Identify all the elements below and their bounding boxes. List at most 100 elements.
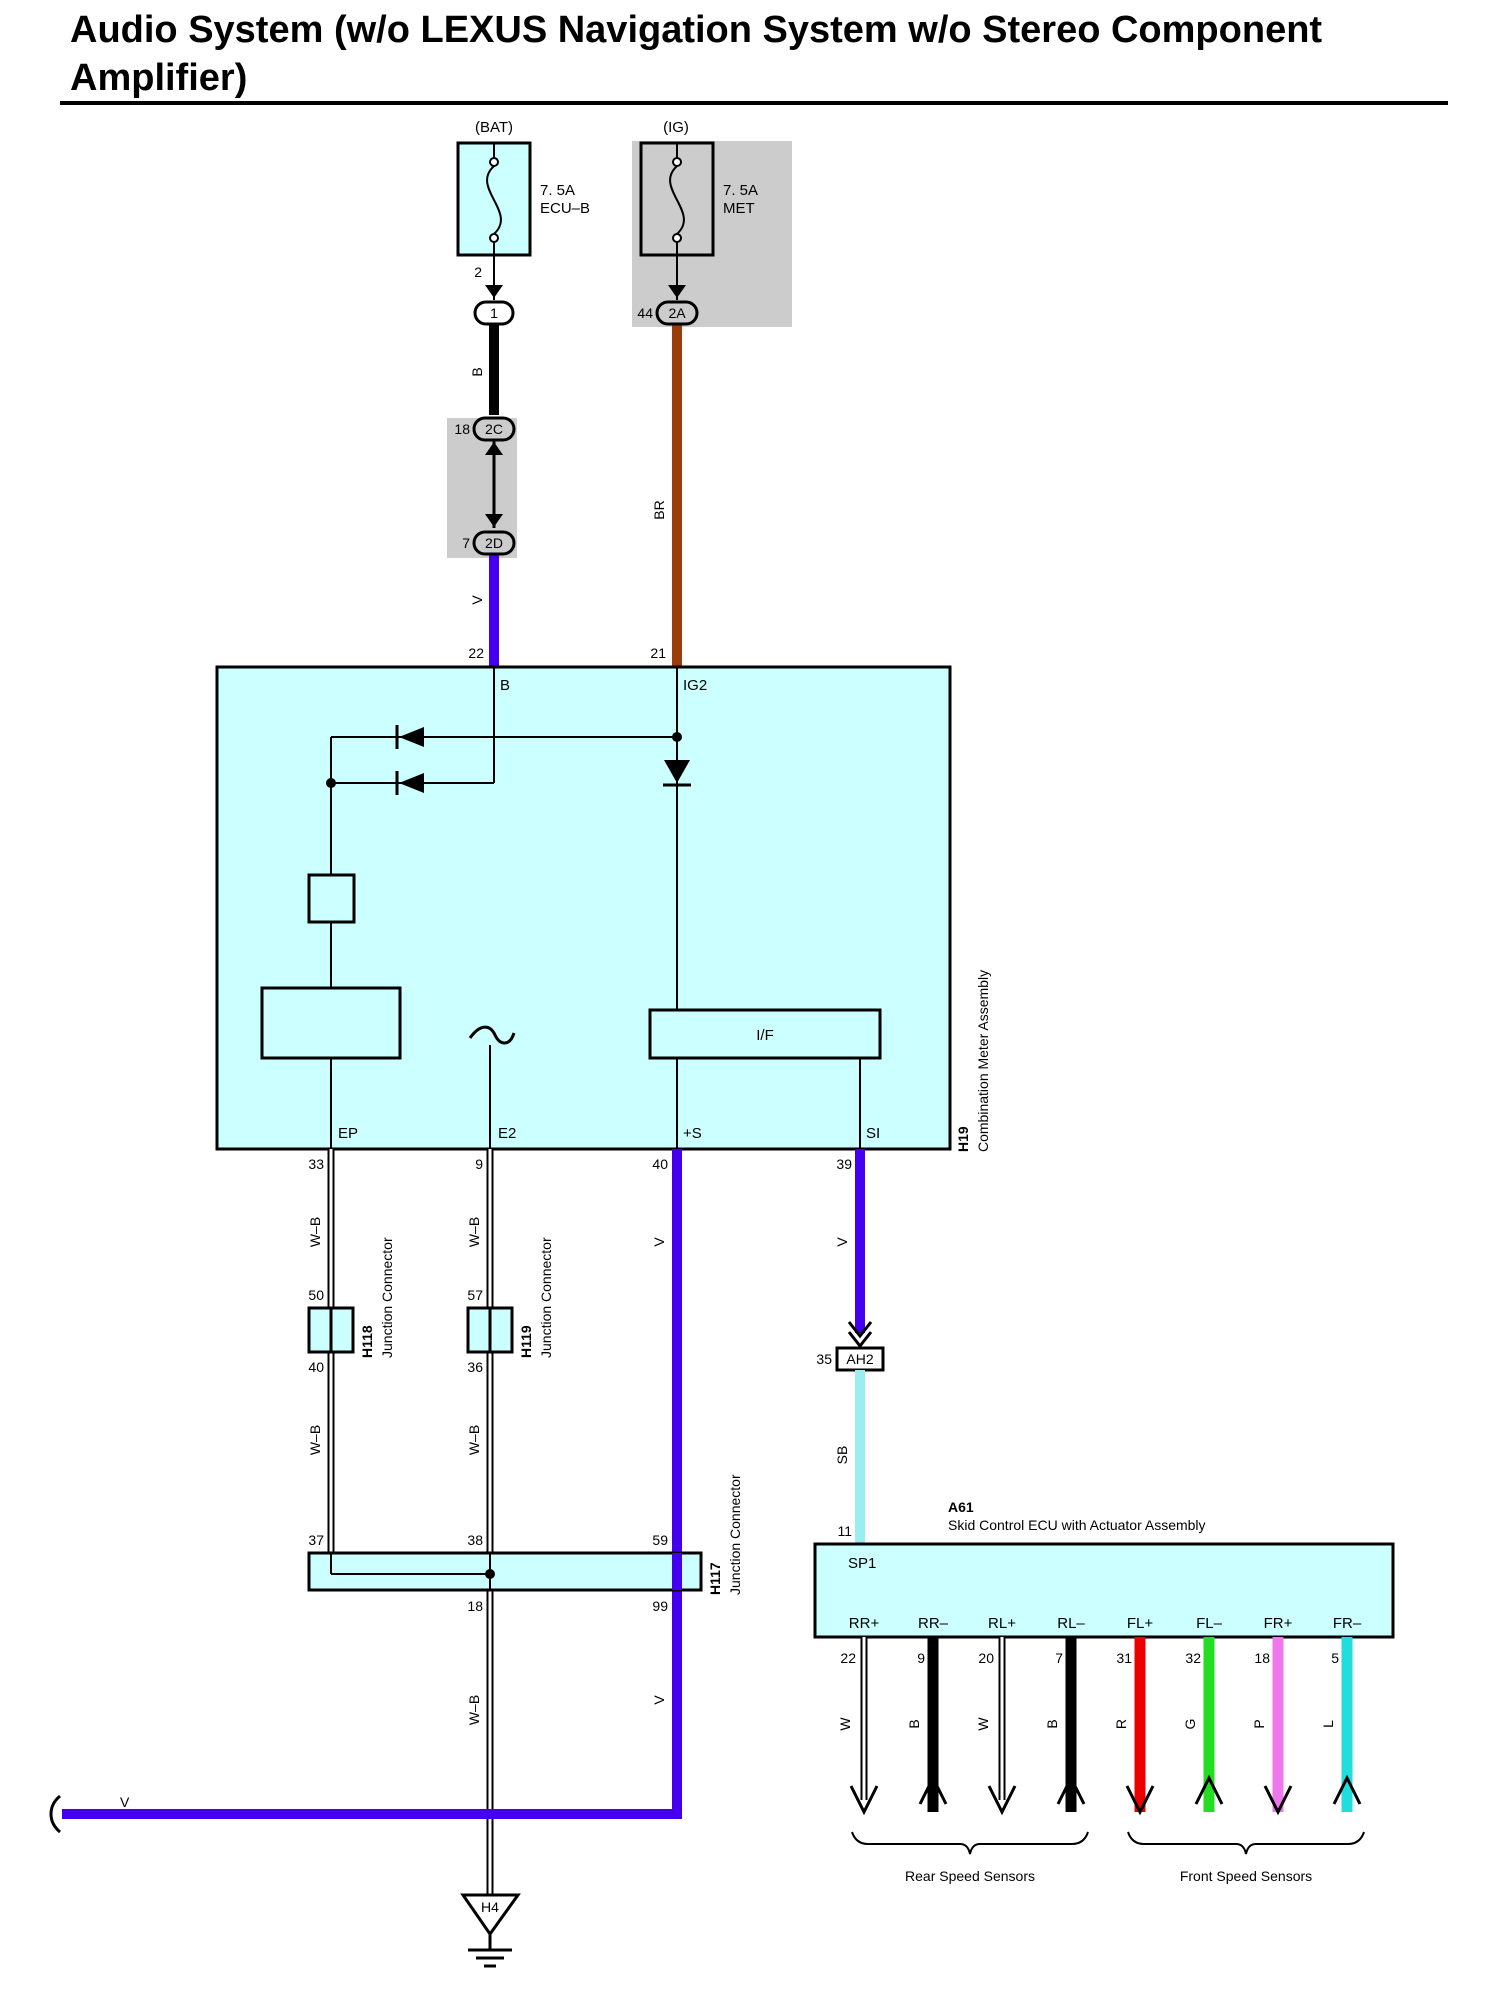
- junction-dot-left: [326, 778, 336, 788]
- ecu-terminal-pin: 18: [1254, 1650, 1270, 1666]
- meter-code: H19: [955, 1126, 971, 1152]
- meter-terminal-plus-s: +S: [683, 1125, 702, 1142]
- ecu-terminal-3: RL–7B: [1044, 1615, 1085, 1812]
- h118-code: H118: [359, 1325, 375, 1358]
- connector-2d-pin: 7: [462, 535, 470, 551]
- connector-1: 1: [473, 300, 515, 326]
- ecu-terminal-name: RL+: [988, 1615, 1016, 1632]
- ecu-code: A61: [948, 1499, 974, 1515]
- h118-pin-top: 50: [308, 1287, 324, 1303]
- h117-code: H117: [707, 1562, 723, 1595]
- rear-speed-sensors-label: Rear Speed Sensors: [905, 1868, 1035, 1884]
- page-title: Audio System (w/o LEXUS Navigation Syste…: [70, 9, 1323, 99]
- ecu-wire-code: R: [1113, 1719, 1129, 1729]
- connector-2c: 2C: [472, 416, 516, 442]
- wire-code-wb-ep-mid: W–B: [307, 1425, 323, 1455]
- meter-ac-sine: [468, 1025, 516, 1045]
- ecu-terminal-name: FL–: [1196, 1615, 1223, 1632]
- arrow-up-icon: [1332, 1774, 1362, 1805]
- meter-if-block: [648, 1008, 882, 1060]
- h117-pin-ground: 18: [467, 1598, 483, 1614]
- diode-upper: [395, 725, 424, 749]
- ecu-terminal-pin: 22: [840, 1650, 856, 1666]
- ecu-terminal-1: RR–9B: [906, 1615, 949, 1812]
- wire-break-mark: [49, 1794, 62, 1834]
- ecu-terminal-name: RL–: [1057, 1615, 1085, 1632]
- ecu-wire-code: G: [1182, 1719, 1198, 1730]
- connector-2d: 2D: [472, 530, 516, 556]
- meter-small-block: [307, 873, 356, 924]
- h117-pin-v-in: 59: [652, 1532, 668, 1548]
- ecu-terminal-pin: 20: [978, 1650, 994, 1666]
- ecu-terminal-name: RR–: [918, 1615, 949, 1632]
- ecu-b-fuse-name: ECU–B: [540, 200, 590, 217]
- arrow-up-icon: [918, 1774, 948, 1805]
- arrow-down-icon: [987, 1785, 1017, 1816]
- h117-connector: [307, 1551, 703, 1592]
- ecu-b-fuse-rating: 7. 5A: [540, 182, 575, 199]
- ecu-terminal-name: FL+: [1127, 1615, 1154, 1632]
- svg-text:2A: 2A: [668, 305, 686, 321]
- junction-dot-ig2: [672, 732, 682, 742]
- met-fuse-source: (IG): [663, 119, 689, 136]
- ecu-terminal-pin: 9: [917, 1650, 925, 1666]
- ecu-terminal-2: RL+20W: [975, 1615, 1017, 1816]
- ecu-terminal-0: RR+22W: [837, 1615, 880, 1816]
- wire-code-v-plus-s: V: [651, 1237, 667, 1247]
- ecu-terminal-pin: 7: [1055, 1650, 1063, 1666]
- ecu-terminal-pin: 31: [1116, 1650, 1132, 1666]
- ecu-terminal-7: FR–5L: [1320, 1615, 1362, 1812]
- h117-junction-dot: [485, 1569, 495, 1579]
- wire-code-wb-ep-top: W–B: [307, 1217, 323, 1247]
- met-fuse-name: MET: [723, 200, 755, 217]
- wire-code-v-horizontal: V: [120, 1794, 130, 1810]
- ecu-pin-sp1: 11: [837, 1523, 852, 1539]
- wire-code-v-upper: V: [469, 595, 485, 605]
- ecu-wire-code: P: [1251, 1719, 1267, 1728]
- met-fuse: [639, 141, 715, 257]
- wire-code-wb-ground: W–B: [466, 1695, 482, 1725]
- wire-code-sb: SB: [834, 1446, 850, 1465]
- ecu-terminal-name: FR–: [1333, 1615, 1362, 1632]
- ecu-b-fuse: [456, 141, 532, 257]
- meter-pin-si: 39: [836, 1156, 852, 1172]
- arrow-up-icon: [1194, 1774, 1224, 1805]
- meter-pin-b: 22: [468, 645, 484, 661]
- ecu-terminal-name: RR+: [849, 1615, 880, 1632]
- meter-terminal-e2: E2: [498, 1125, 516, 1142]
- h119-code: H119: [518, 1325, 534, 1358]
- wire-code-br: BR: [651, 500, 667, 519]
- diode-ig2: [663, 760, 691, 787]
- meter-terminal-b: B: [500, 677, 510, 694]
- meter-terminal-ep: EP: [338, 1125, 358, 1142]
- ecu-b-fuse-source: (BAT): [475, 119, 513, 136]
- h119-pin-top: 57: [467, 1287, 483, 1303]
- h118-pin-bottom: 40: [308, 1359, 324, 1375]
- h117-pin-ep: 37: [308, 1532, 324, 1548]
- meter-ep-block: [260, 986, 402, 1060]
- front-speed-sensors-label: Front Speed Sensors: [1180, 1868, 1312, 1884]
- ecu-terminal-name: FR+: [1264, 1615, 1293, 1632]
- ecu-terminal-group: RR+22WRR–9BRL+20WRL–7BFL+31RFL–32GFR+18P…: [837, 1615, 1362, 1816]
- h117-pin-e2: 38: [467, 1532, 483, 1548]
- h117-name: Junction Connector: [727, 1474, 743, 1595]
- arrow-down-icon: [849, 1785, 879, 1816]
- ecu-b-fuse-out-pin: 2: [474, 264, 482, 280]
- connector-ah2-pin: 35: [816, 1351, 832, 1367]
- wire-code-v-si: V: [834, 1237, 850, 1247]
- bracket-front-sensors: [1127, 1831, 1365, 1855]
- svg-text:AH2: AH2: [846, 1351, 873, 1367]
- meter-terminal-ig2: IG2: [683, 677, 707, 694]
- svg-text:2C: 2C: [485, 421, 503, 437]
- meter-terminal-si: SI: [866, 1125, 880, 1142]
- arrow-ecu-b: [485, 285, 503, 298]
- wire-code-wb-e2-mid: W–B: [466, 1425, 482, 1455]
- arrow-down-icon: [1263, 1785, 1293, 1816]
- skid-control-ecu-box: [813, 1542, 1395, 1639]
- svg-text:1: 1: [490, 305, 498, 321]
- diode-lower: [395, 771, 424, 795]
- ecu-terminal-pin: 32: [1185, 1650, 1201, 1666]
- h118-name: Junction Connector: [379, 1237, 395, 1358]
- ecu-terminal-5: FL– 32G: [1182, 1615, 1224, 1812]
- title-underline: [60, 101, 1448, 105]
